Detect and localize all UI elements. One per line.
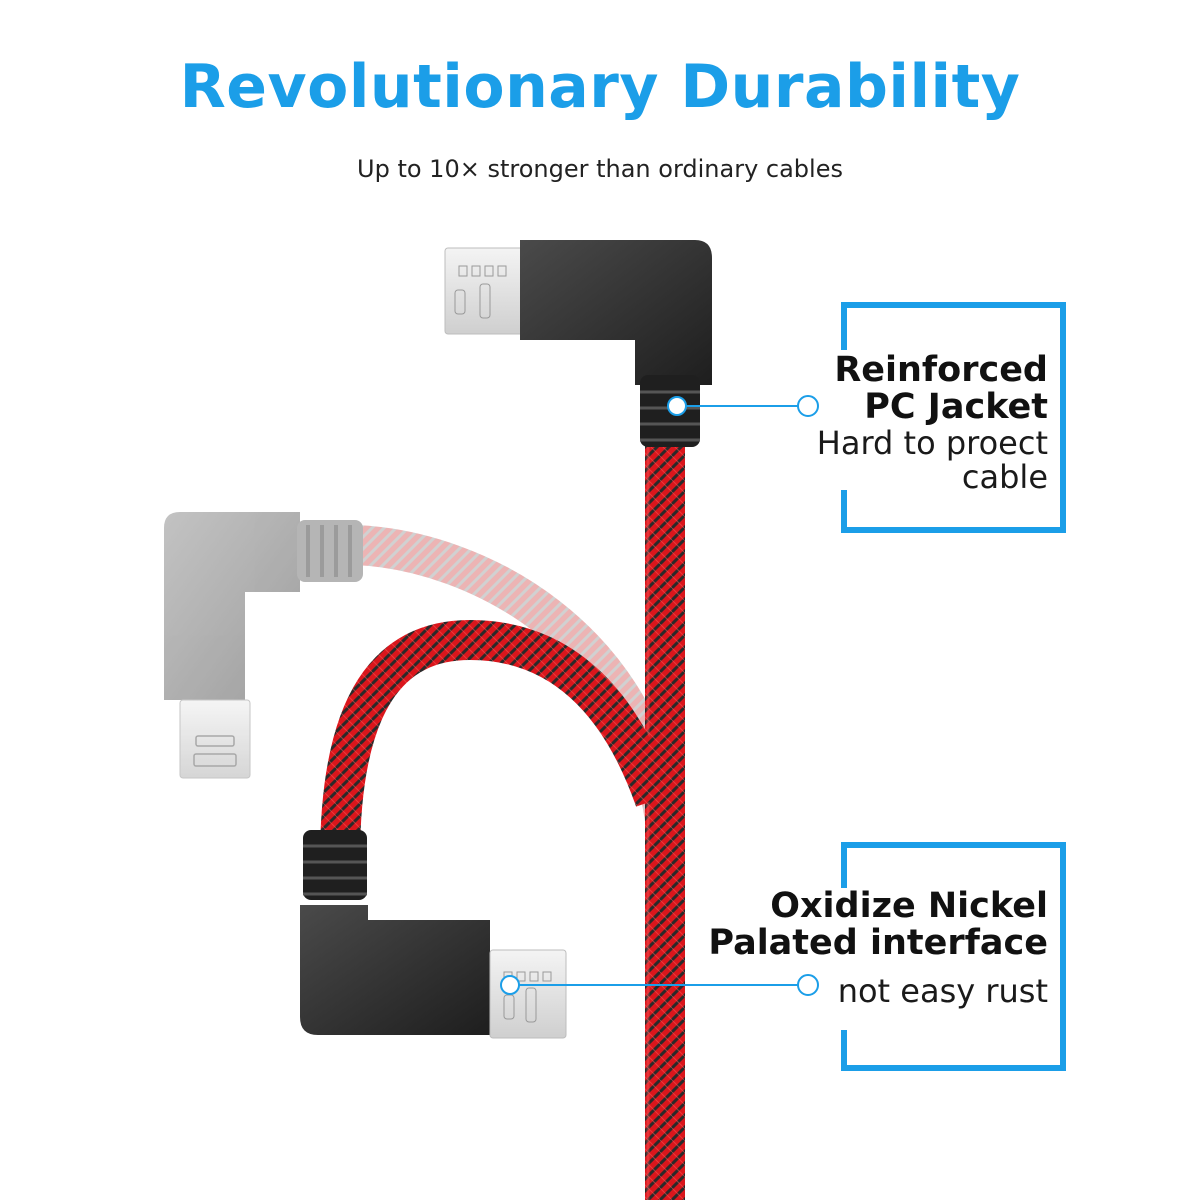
callout-1-title-line2: PC Jacket: [864, 387, 1048, 427]
top-connector: [444, 240, 712, 447]
callout-1-desc-line1: Hard to proect: [816, 424, 1048, 462]
callout-2-desc-line1: not easy rust: [837, 972, 1048, 1010]
callout-2-frame: [500, 842, 1066, 1071]
callout-1-frame: [667, 302, 1066, 533]
callout-pc-jacket: Reinforced PC Jacket Hard to proect cabl…: [816, 350, 1048, 496]
callout-1-desc-line2: cable: [961, 458, 1048, 496]
callout-1-title-line1: Reinforced: [834, 350, 1048, 390]
callout-nickel-interface: Oxidize Nickel Palated interface not eas…: [708, 886, 1048, 1010]
callout-2-title-line2: Palated interface: [708, 923, 1048, 963]
cable-loop: [320, 619, 674, 861]
callout-2-title-line1: Oxidize Nickel: [770, 886, 1048, 926]
page-subtitle: Up to 10× stronger than ordinary cables: [357, 155, 843, 183]
bottom-connector: [300, 830, 567, 1039]
page-title: Revolutionary Durability: [179, 52, 1021, 122]
